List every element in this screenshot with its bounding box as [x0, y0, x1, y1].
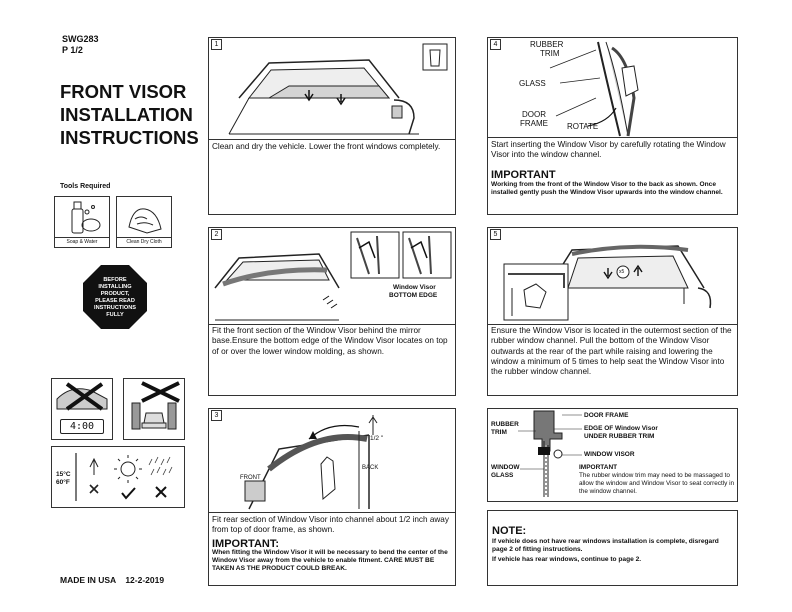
warning-line: INSTALLING — [98, 284, 132, 290]
bottom-edge-label: BOTTOM EDGE — [389, 292, 438, 299]
temp-low: 60°F — [56, 479, 70, 486]
step-3-illustration: 3 1/2 " BACK FRONT — [209, 409, 455, 513]
step-2-illustration: 2 Window Visor BOTTOM EDGE — [209, 228, 455, 325]
doc-code: SWG283 — [62, 34, 99, 44]
step-1-illustration: 1 — [209, 38, 455, 140]
edge-visor-label: UNDER RUBBER TRIM — [584, 433, 655, 440]
raise-lower-window-icon — [503, 244, 712, 321]
weather-icons — [75, 453, 173, 501]
warning-line: FULLY — [106, 312, 124, 318]
step-3-text: Fit rear section of Window Visor into ch… — [212, 515, 449, 535]
visor-rear-fit-icon — [244, 415, 378, 510]
warning-line: INSTRUCTIONS — [94, 305, 136, 311]
warning-sign: BEFORE INSTALLING PRODUCT, PLEASE READ I… — [82, 264, 148, 330]
step-5-illustration: 5 x5 — [488, 228, 737, 325]
step-2-text: Fit the front section of the Window Viso… — [212, 326, 448, 356]
step-number: 2 — [211, 229, 222, 240]
cross-important-text: The rubber window trim may need to be ma… — [579, 472, 735, 495]
warning-line: PRODUCT, — [100, 291, 130, 297]
door-frame-label: DOOR FRAME — [584, 412, 629, 419]
note-line: If vehicle has rear windows, continue to… — [492, 556, 642, 563]
warning-line: PLEASE READ — [95, 298, 135, 304]
timer-display: 4:00 — [60, 419, 104, 434]
glass-label: GLASS — [519, 79, 546, 88]
step-1-panel: 1 Clean and dry the vehicle. Lower the f… — [208, 37, 456, 215]
tool-soap-water: Soap & Water — [54, 196, 110, 248]
temp-high: 15°C — [56, 471, 71, 478]
carwash-panel — [123, 378, 185, 440]
carwash-no-icon — [131, 381, 180, 430]
tool-cloth: Clean Dry Cloth — [116, 196, 172, 248]
x5-label: x5 — [619, 269, 625, 275]
step-3-important-text: When fitting the Window Visor it will be… — [212, 549, 448, 572]
stop-octagon-icon — [83, 265, 147, 329]
title-line: INSTRUCTIONS — [60, 127, 199, 148]
door-label: DOOR — [522, 110, 546, 119]
trim-label: TRIM — [540, 49, 560, 58]
front-label: FRONT — [240, 475, 261, 481]
window-visor-label: WINDOW VISOR — [584, 451, 635, 458]
rotate-label: ROTATE — [567, 122, 599, 131]
title-line: FRONT VISOR — [60, 81, 187, 102]
warning-line: BEFORE — [103, 277, 127, 283]
edge-visor-label: EDGE OF Window Visor — [584, 425, 658, 432]
window-glass-label: GLASS — [491, 472, 514, 479]
step-2-panel: 2 Window Visor BOTTOM EDGE Fit the front… — [208, 227, 456, 396]
rubber-label: RUBBER — [530, 40, 564, 49]
cross-section-panel: RUBBER TRIM WINDOW GLASS DOOR FRAME EDGE… — [487, 408, 738, 502]
window-visor-label: Window Visor — [393, 284, 436, 291]
page-number: P 1/2 — [62, 45, 83, 55]
cross-important-title: IMPORTANT — [579, 464, 618, 471]
step-number: 1 — [211, 39, 222, 50]
step-number: 4 — [490, 39, 501, 50]
tools-heading: Tools Required — [60, 183, 111, 190]
note-title: NOTE: — [492, 525, 527, 537]
soap-bottle-icon — [71, 201, 101, 234]
channel-cross-section-icon — [518, 410, 582, 497]
dashboard-no-icon — [56, 382, 108, 411]
page-title: FRONT VISOR INSTALLATION INSTRUCTIONS — [60, 80, 199, 149]
car-door-lowered-window-icon — [228, 43, 448, 135]
step-4-illustration: 4 RUBBER TRIM GLASS DOOR FRAME ROTATE — [488, 38, 737, 138]
step-number: 3 — [211, 410, 222, 421]
footer-made-in: MADE IN USA 12-2-2019 — [60, 575, 165, 585]
visor-rotate-insert-icon — [549, 41, 639, 137]
note-line: If vehicle does not have rear windows in… — [492, 538, 719, 553]
rubber-trim-label: TRIM — [491, 429, 507, 436]
tool-label: Clean Dry Cloth — [117, 237, 171, 247]
step-3-panel: 3 1/2 " BACK FRONT Fit rear section of W… — [208, 408, 456, 586]
step-4-important-text: Working from the front of the Window Vis… — [491, 181, 723, 196]
visor-front-fit-icon — [214, 231, 452, 321]
window-glass-label: WINDOW — [491, 464, 520, 471]
cloth-hand-icon — [128, 208, 162, 234]
tool-label: Soap & Water — [55, 237, 109, 247]
weather-panel: 15°C 60°F — [51, 446, 185, 508]
step-4-text: Start inserting the Window Visor by care… — [491, 140, 726, 160]
step-3-important-title: IMPORTANT: — [212, 538, 280, 550]
step-4-important-title: IMPORTANT — [491, 169, 556, 181]
step-1-text: Clean and dry the vehicle. Lower the fro… — [212, 142, 441, 151]
frame-label: FRAME — [520, 119, 548, 128]
step-5-text: Ensure the Window Visor is located in th… — [491, 326, 732, 377]
rubber-trim-label: RUBBER — [491, 421, 519, 428]
note-panel: NOTE: If vehicle does not have rear wind… — [487, 510, 738, 586]
back-label: BACK — [362, 465, 379, 471]
step-number: 5 — [490, 229, 501, 240]
step-4-panel: 4 RUBBER TRIM GLASS DOOR FRAME ROTATE St… — [487, 37, 738, 215]
half-inch-label: 1/2 " — [370, 435, 384, 442]
no-carwash-panel: 4:00 — [51, 378, 113, 440]
title-line: INSTALLATION — [60, 104, 193, 125]
step-5-panel: 5 x5 Ensure the Window Visor is located … — [487, 227, 738, 396]
